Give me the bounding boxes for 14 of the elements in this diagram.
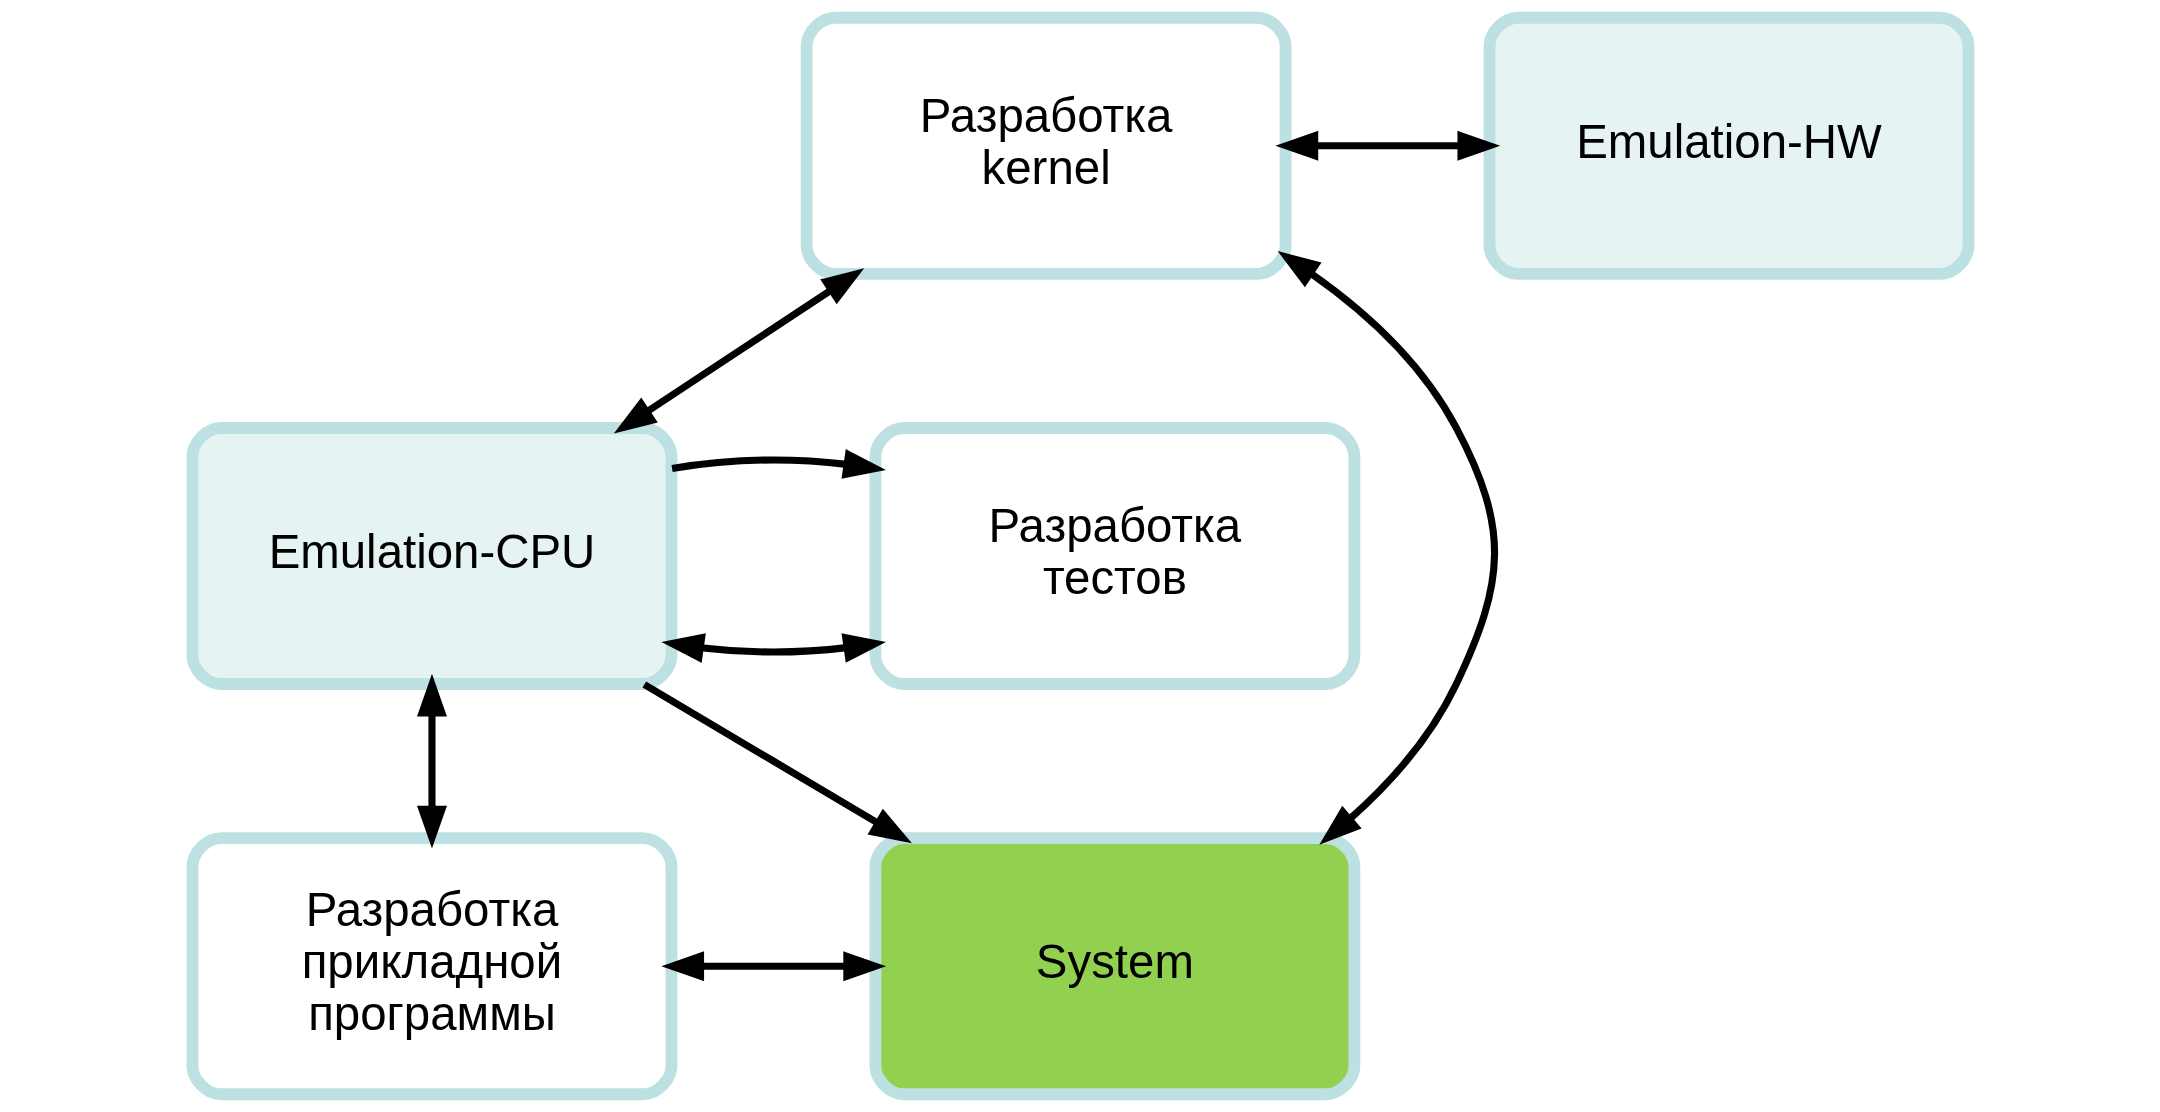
node-box: System — [868, 832, 1360, 1101]
node-box: Разработка тестов — [868, 422, 1360, 690]
arrow — [660, 633, 886, 663]
arrow — [1274, 130, 1500, 161]
arrow — [671, 449, 886, 479]
arrow — [660, 951, 886, 982]
node-box: Emulation-CPU — [186, 422, 677, 690]
node-box: Emulation-HW — [1483, 11, 1974, 280]
node-box: Разработка kernel — [800, 11, 1292, 280]
arrow — [416, 673, 447, 849]
arrow — [613, 268, 864, 434]
arrow — [642, 681, 912, 844]
node-box: Разработка прикладной программы — [186, 832, 677, 1101]
arrow — [1277, 251, 1498, 845]
